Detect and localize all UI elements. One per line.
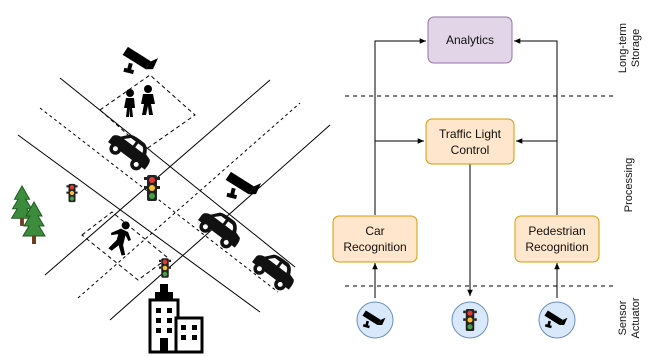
svg-text:Car: Car (365, 224, 384, 238)
layer-label-processing: Processing (623, 158, 635, 212)
svg-text:Control: Control (451, 143, 490, 157)
svg-text:Recognition: Recognition (525, 240, 588, 254)
camera-sensor-node (356, 301, 394, 339)
connectors (372, 38, 560, 298)
pedestrian-recognition-node: Pedestrian Recognition (514, 215, 600, 263)
car-icon (247, 245, 302, 296)
svg-text:Storage: Storage (630, 29, 642, 68)
car-recognition-node: Car Recognition (332, 215, 418, 263)
svg-text:Processing: Processing (623, 158, 635, 212)
svg-text:Long-term: Long-term (617, 23, 629, 73)
traffic-light-icon (66, 183, 78, 203)
svg-text:Traffic Light: Traffic Light (439, 127, 502, 141)
security-camera-icon (118, 46, 159, 80)
layer-label-storage: Long-term Storage (617, 23, 642, 73)
camera-sensor-node (538, 301, 576, 339)
car-icon (193, 203, 248, 254)
building-icon (148, 284, 204, 354)
street-scene (11, 46, 331, 354)
pedestrian-icon (124, 89, 135, 117)
layer-label-sensor-actuator: Sensor Actuator (617, 297, 642, 338)
svg-text:Recognition: Recognition (343, 240, 406, 254)
svg-text:Sensor: Sensor (617, 300, 629, 335)
traffic-light-actuator-node (451, 301, 489, 339)
traffic-light-icon (144, 175, 160, 201)
traffic-light-control-node: Traffic Light Control (425, 118, 515, 165)
analytics-node: Analytics (427, 16, 513, 64)
svg-text:Actuator: Actuator (630, 297, 642, 338)
pedestrian-icon (141, 85, 155, 115)
security-camera-icon (221, 171, 262, 205)
svg-text:Analytics: Analytics (446, 33, 494, 47)
svg-text:Pedestrian: Pedestrian (528, 224, 585, 238)
pedestrian-icon (108, 221, 132, 256)
